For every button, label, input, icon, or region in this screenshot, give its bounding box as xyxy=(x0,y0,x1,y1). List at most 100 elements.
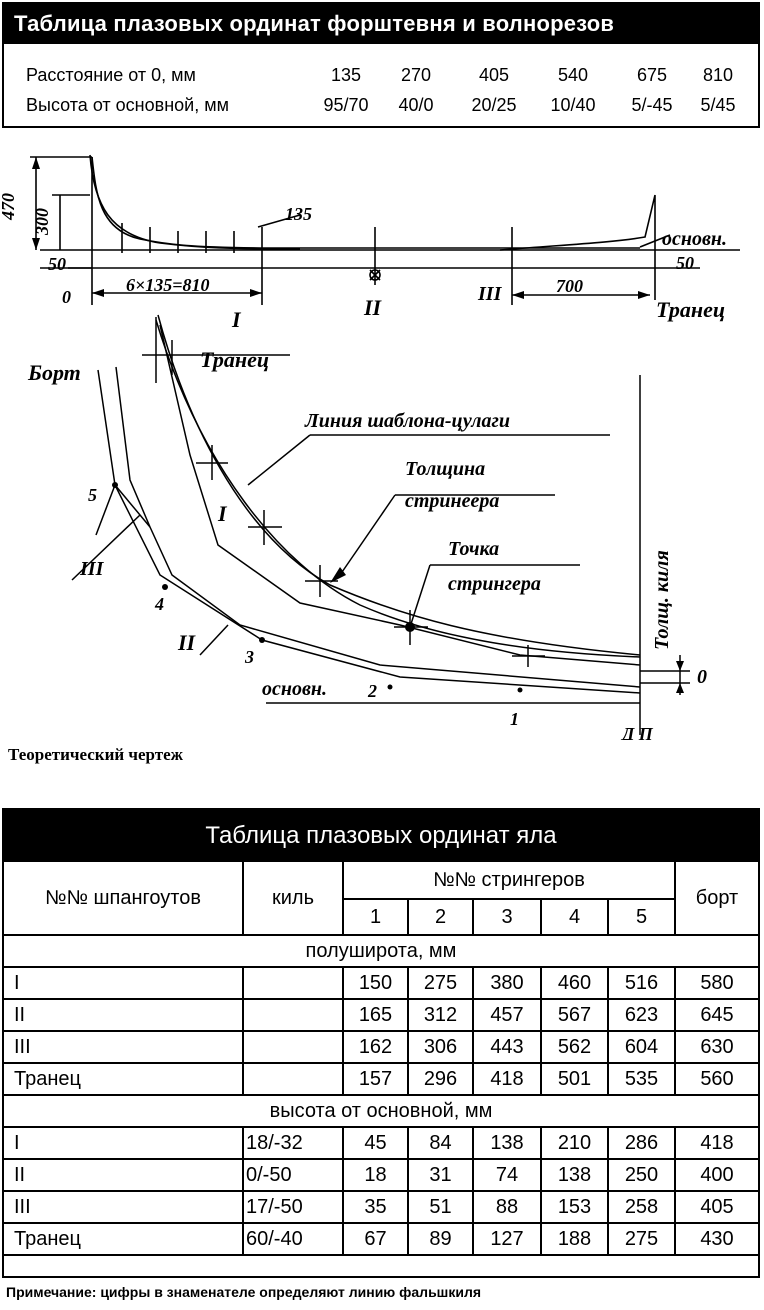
dim-700-label: 700 xyxy=(556,276,583,296)
section-halfwidth: полуширота, мм xyxy=(4,936,758,968)
frame-II-label: II xyxy=(177,630,197,655)
offsets-table-title: Таблица плазовых ординат яла xyxy=(4,810,758,862)
height-value: 95/70 xyxy=(323,95,369,115)
table-cell: 157 xyxy=(344,1064,409,1096)
table-cell-keel xyxy=(244,1064,344,1096)
stringer-number-header: 1 xyxy=(344,900,409,936)
dim-135-label: 135 xyxy=(285,204,312,224)
table-cell: 18 xyxy=(344,1160,409,1192)
table-cell: 150 xyxy=(344,968,409,1000)
table-cell: 88 xyxy=(474,1192,542,1224)
col-header-frames: №№ шпангоутов xyxy=(4,862,244,936)
template-line-label: Линия шаблона-цулаги xyxy=(304,410,510,432)
table-cell: 516 xyxy=(609,968,676,1000)
stringer-number-header: 3 xyxy=(474,900,542,936)
table-cell-keel: 18/-32 xyxy=(244,1128,344,1160)
technical-drawing: 470 300 135 50 0 6×135=810 I II III 700 … xyxy=(0,154,740,740)
table-cell: 443 xyxy=(474,1032,542,1064)
transom-label: Транец xyxy=(656,297,725,322)
table-cell: 296 xyxy=(409,1064,474,1096)
section-height: высота от основной, мм xyxy=(4,1096,758,1128)
thickness-label-2: стринеера xyxy=(405,490,499,512)
stringer-point-label-2: стрингера xyxy=(448,573,541,595)
col-header-keel: киль xyxy=(244,862,344,936)
dim-0-label: 0 xyxy=(62,287,71,307)
table-row-label: III xyxy=(4,1032,244,1064)
stringer-number: 2 xyxy=(367,681,377,701)
stem-curve-outer xyxy=(91,156,640,249)
table-cell: 312 xyxy=(409,1000,474,1032)
frame-III-label: III xyxy=(79,558,105,580)
table-row-label: III xyxy=(4,1192,244,1224)
table-cell: 604 xyxy=(609,1032,676,1064)
table-cell: 67 xyxy=(344,1224,409,1256)
distance-value: 810 xyxy=(702,65,734,85)
body-transom-label: Транец xyxy=(200,347,269,372)
distance-value: 270 xyxy=(400,65,432,85)
table-cell: 210 xyxy=(542,1128,609,1160)
distance-value: 540 xyxy=(557,65,589,85)
table-cell: 51 xyxy=(409,1192,474,1224)
table-cell: 623 xyxy=(609,1000,676,1032)
col-header-board: борт xyxy=(676,862,758,936)
table-row-label: Транец xyxy=(4,1224,244,1256)
frame-I-label: I xyxy=(217,501,228,526)
table-cell: 306 xyxy=(409,1032,474,1064)
table-cell-keel xyxy=(244,1000,344,1032)
frame-I-outline xyxy=(159,324,641,666)
table-cell: 89 xyxy=(409,1224,474,1256)
table-cell-board: 645 xyxy=(676,1000,758,1032)
body-zero-label: 0 xyxy=(697,666,707,688)
stringer-number: 1 xyxy=(510,709,519,729)
distance-value: 135 xyxy=(330,65,362,85)
offsets-table: Таблица плазовых ординат яла №№ шпангоут… xyxy=(2,808,760,1278)
stringer-number-header: 2 xyxy=(409,900,474,936)
table-row-label: I xyxy=(4,968,244,1000)
table-cell: 250 xyxy=(609,1160,676,1192)
dim-50-label: 50 xyxy=(48,254,66,274)
table-cell-keel xyxy=(244,1032,344,1064)
table-cell: 460 xyxy=(542,968,609,1000)
station-I-label: I xyxy=(231,307,242,332)
table-cell: 138 xyxy=(542,1160,609,1192)
table-cell: 127 xyxy=(474,1224,542,1256)
distance-value: 675 xyxy=(636,65,668,85)
table-cell: 562 xyxy=(542,1032,609,1064)
stringer-number: 4 xyxy=(154,594,164,614)
table-cell-keel xyxy=(244,968,344,1000)
distance-label: Расстояние от 0, мм xyxy=(26,65,196,85)
table-cell: 35 xyxy=(344,1192,409,1224)
table-note: Примечание: цифры в знаменателе определя… xyxy=(6,1284,482,1300)
table-cell: 418 xyxy=(474,1064,542,1096)
station-II-marker xyxy=(369,269,381,281)
table-cell-board: 580 xyxy=(676,968,758,1000)
table-cell-keel: 17/-50 xyxy=(244,1192,344,1224)
dim-50-right-label: 50 xyxy=(676,253,694,273)
table-cell: 380 xyxy=(474,968,542,1000)
body-baseline-label: основн. xyxy=(262,678,327,700)
dim-810-label: 6×135=810 xyxy=(126,275,210,295)
table-cell: 457 xyxy=(474,1000,542,1032)
distance-value: 405 xyxy=(478,65,510,85)
table-cell: 45 xyxy=(344,1128,409,1160)
template-line-2 xyxy=(155,319,641,658)
height-value: 5/45 xyxy=(700,95,736,115)
frame-II-outline xyxy=(115,366,641,688)
height-value: 20/25 xyxy=(471,95,517,115)
top-table: Таблица плазовых ординат форштевня и вол… xyxy=(2,2,760,128)
table-row-label: II xyxy=(4,1160,244,1192)
thickness-leader xyxy=(339,494,396,576)
table-cell: 567 xyxy=(542,1000,609,1032)
table-cell: 165 xyxy=(344,1000,409,1032)
stringer-point-label-1: Точка xyxy=(448,538,499,560)
table-cell: 162 xyxy=(344,1032,409,1064)
dim-135-leader xyxy=(257,214,301,228)
table-cell: 258 xyxy=(609,1192,676,1224)
height-label: Высота от основной, мм xyxy=(26,95,229,115)
table-cell-keel: 60/-40 xyxy=(244,1224,344,1256)
table-cell-board: 560 xyxy=(676,1064,758,1096)
table-cell-board: 405 xyxy=(676,1192,758,1224)
table-cell: 275 xyxy=(409,968,474,1000)
dim-470-label: 470 xyxy=(0,193,18,221)
table-cell-board: 418 xyxy=(676,1128,758,1160)
